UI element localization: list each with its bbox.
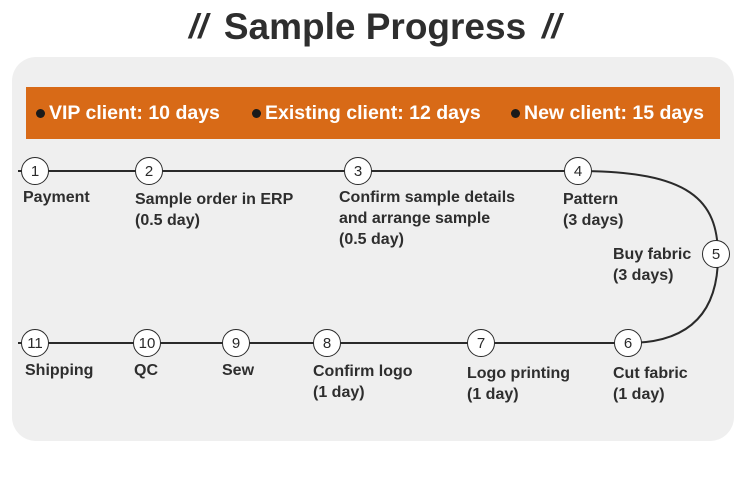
bullet-icon (511, 108, 520, 118)
step-11-label: Shipping (25, 360, 93, 381)
step-3-node: 3 (344, 157, 372, 185)
step-3-label: Confirm sample details and arrange sampl… (339, 187, 515, 250)
step-number: 11 (27, 334, 43, 352)
banner-item-new: New client: 15 days (511, 87, 704, 139)
step-1-node: 1 (21, 157, 49, 185)
title-text: Sample Progress (223, 6, 527, 47)
step-number: 10 (138, 334, 156, 352)
step-duration: (0.5 day) (135, 212, 200, 229)
step-name: Pattern (563, 191, 619, 208)
step-7-node: 7 (467, 329, 495, 357)
step-name: Sew (222, 362, 255, 379)
step-number: 6 (623, 334, 633, 352)
step-8-label: Confirm logo (1 day) (313, 361, 413, 403)
step-name: Sample order in ERP (135, 191, 294, 208)
step-2-node: 2 (135, 157, 163, 185)
banner-item-label: Existing client: 12 days (265, 101, 481, 124)
step-8-node: 8 (313, 329, 341, 357)
step-name: Confirm logo (313, 363, 413, 380)
step-5-node: 5 (702, 240, 730, 268)
step-duration: (1 day) (467, 386, 519, 403)
step-duration: (3 days) (613, 267, 674, 284)
title-right-mark: // (542, 7, 562, 46)
step-name: Buy fabric (613, 246, 692, 263)
step-name-line2: and arrange sample (339, 210, 491, 227)
step-name: Cut fabric (613, 365, 688, 382)
title-left-mark: // (188, 7, 208, 46)
turnaround-banner: VIP client: 10 days Existing client: 12 … (26, 87, 720, 139)
step-6-label: Cut fabric (1 day) (613, 363, 688, 405)
step-10-label: QC (134, 360, 158, 381)
step-number: 8 (322, 334, 332, 352)
step-name: Logo printing (467, 365, 571, 382)
step-1-label: Payment (23, 187, 90, 208)
step-5-label: Buy fabric (3 days) (613, 244, 691, 286)
bullet-icon (252, 108, 261, 118)
banner-item-existing: Existing client: 12 days (252, 87, 481, 139)
step-2-label: Sample order in ERP (0.5 day) (135, 189, 293, 231)
step-number: 3 (353, 162, 363, 180)
step-11-node: 11 (21, 329, 49, 357)
step-duration: (0.5 day) (339, 231, 404, 248)
step-number: 9 (231, 334, 241, 352)
step-name: Shipping (25, 362, 94, 379)
step-number: 2 (144, 162, 154, 180)
step-number: 5 (711, 245, 721, 263)
page-title: // Sample Progress // (0, 2, 750, 52)
step-number: 4 (573, 162, 583, 180)
step-7-label: Logo printing (1 day) (467, 363, 570, 405)
step-4-node: 4 (564, 157, 592, 185)
banner-item-label: New client: 15 days (524, 101, 704, 124)
banner-item-label: VIP client: 10 days (49, 101, 220, 124)
step-9-label: Sew (222, 360, 254, 381)
step-name: Confirm sample details (339, 189, 516, 206)
step-duration: (1 day) (613, 386, 665, 403)
step-10-node: 10 (133, 329, 161, 357)
step-4-label: Pattern (3 days) (563, 189, 623, 231)
bullet-icon (36, 108, 45, 118)
step-number: 7 (476, 334, 486, 352)
banner-item-vip: VIP client: 10 days (36, 87, 220, 139)
step-name: Payment (23, 189, 90, 206)
step-6-node: 6 (614, 329, 642, 357)
step-number: 1 (30, 162, 40, 180)
step-name: QC (134, 362, 158, 379)
step-duration: (3 days) (563, 212, 624, 229)
step-duration: (1 day) (313, 384, 365, 401)
step-9-node: 9 (222, 329, 250, 357)
